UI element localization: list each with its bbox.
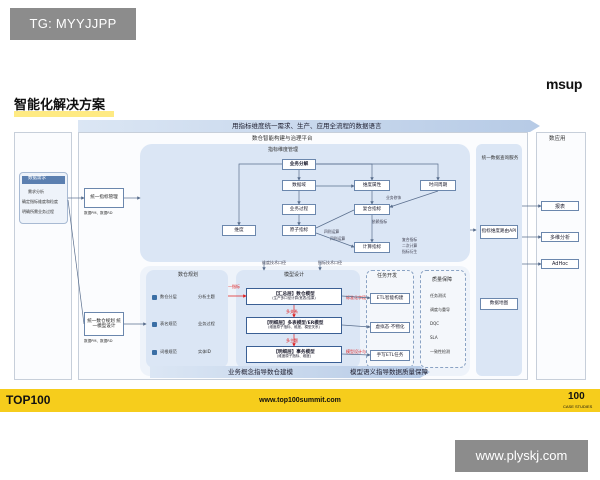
dw-layering: 数仓分层 — [160, 294, 177, 299]
dw-plan-title: 数仓规划 — [178, 272, 199, 278]
box-business-decomp[interactable]: 业务分解 — [282, 159, 316, 170]
quality-item-4: SLA — [430, 335, 438, 340]
label-secondary-calc: 二次计算 — [402, 243, 418, 248]
dw-plan-panel — [146, 270, 228, 368]
data-requirement-header: 数据需求 — [28, 176, 46, 181]
model-er-sub: (维度原子指标、维度、模型关系) — [268, 325, 320, 330]
bottom-arrow-band — [150, 366, 430, 378]
right-frame — [536, 132, 586, 380]
quality-panel — [420, 270, 466, 368]
slide: 智能化解决方案 msup 用指标维度统一需求、生产、应用全流程的数据语言 数仓智… — [0, 70, 600, 412]
msup-logo: msup — [546, 76, 583, 92]
business-process-lbl: 业务过程 — [198, 321, 215, 326]
quality-item-5: 一致性检测 — [430, 349, 450, 354]
doc-unified-metric-sub: 数据PM、数据RD — [84, 211, 113, 215]
title-highlight — [14, 111, 114, 117]
label-arith-1: 四则运算 — [324, 229, 340, 234]
case-studies-sub: CASE STUDIES — [563, 404, 593, 409]
top100-logo: TOP100 — [6, 393, 51, 407]
analysis-subject: 分析主题 — [198, 294, 215, 299]
label-composite: 复合指标 — [402, 237, 418, 242]
bottom-arrow-right-label: 模型语义指导数据质量保障 — [350, 368, 428, 376]
layer-icon — [152, 295, 157, 300]
footer-url[interactable]: www.top100summit.com — [259, 397, 341, 404]
task-dev-title: 任务开发 — [377, 273, 398, 279]
model-summary-sub: (生产多口径计算/宽表/结果) — [272, 296, 316, 301]
doc-unified-dw-sub: 数据PM、数据RD — [84, 339, 113, 343]
watermark-top: TG: MYYJJPP — [10, 8, 136, 40]
model-er-title: 【明细层】多表模型/ER模型 — [264, 321, 324, 327]
metric-tech-caliber: 指标技术口径 — [318, 260, 342, 265]
data-map[interactable]: 数据地图 — [480, 298, 518, 310]
quality-item-3: DQC — [430, 321, 440, 326]
indicator-panel-title: 指标维度管理 — [268, 147, 299, 153]
unified-query-title: 统一数据查询服务 — [481, 156, 519, 161]
unified-query-panel — [476, 144, 522, 376]
req-item-2: 确定指标维度和粒度 — [22, 199, 58, 204]
red-tag-1: 一指标 — [228, 284, 240, 289]
red-tag-4: 标准化字段 — [346, 295, 366, 300]
slide-title: 智能化解决方案 — [14, 98, 106, 113]
root-word-spec: 词根规范 — [160, 349, 177, 354]
red-tag-2: 多关系 — [286, 309, 298, 314]
model-summary-title: 【汇总层】数仓模型 — [273, 292, 315, 298]
entity-id: 实体ID — [198, 349, 211, 354]
footer-bar — [0, 389, 600, 412]
doc-unified-metric-label: 统一指标管理 — [90, 195, 118, 201]
table-icon — [152, 322, 157, 327]
center-frame-title: 数仓智能构建与治理平台 — [252, 136, 313, 142]
req-item-3: 明确所需业务过程 — [22, 209, 54, 214]
root-word-icon — [152, 350, 157, 355]
dim-tech-caliber: 维度技术口径 — [262, 260, 286, 265]
table-naming: 表名规范 — [160, 321, 177, 326]
model-design-title: 模型设计 — [284, 272, 305, 278]
metric-route-api[interactable]: 指标维度路由API — [480, 225, 518, 239]
data-requirement-header-bg — [22, 176, 65, 184]
red-tag-3: 多主题 — [286, 338, 298, 343]
top-arrow-band — [78, 120, 540, 132]
quality-item-2: 调度与重导 — [430, 307, 450, 312]
req-item-1: 需求分析 — [28, 189, 44, 194]
quality-item-1: 任务测试 — [430, 293, 446, 298]
model-txn-title: 【明细层】事务模型 — [273, 350, 315, 356]
doc-unified-dw-plan[interactable]: 统一数仓规划 统一模型设计 — [84, 312, 124, 336]
label-metric-derive: 指标衍生 — [402, 249, 418, 254]
bottom-arrow-left-label: 业务概念指导数仓建模 — [228, 368, 293, 376]
doc-unified-dw-label: 统一数仓规划 统一模型设计 — [87, 318, 121, 329]
label-arith-2: 四则运算 — [330, 236, 346, 241]
case-studies-logo: 100 — [568, 391, 585, 402]
label-business-modifier: 业务修饰 — [386, 195, 402, 200]
connector-lines — [67, 163, 542, 357]
watermark-bottom: www.plyskj.com — [455, 440, 588, 472]
red-tag-5: 模型设计与校验 — [346, 349, 374, 354]
model-txn-sub: (维度原子指标、维度) — [276, 354, 312, 359]
quality-title: 质量保障 — [432, 277, 453, 283]
top-arrow-label: 用指标维度统一需求、生产、应用全流程的数据语言 — [232, 122, 382, 130]
label-dep-metric: 依赖指标 — [372, 219, 388, 224]
right-app-title: 数应用 — [549, 136, 566, 142]
